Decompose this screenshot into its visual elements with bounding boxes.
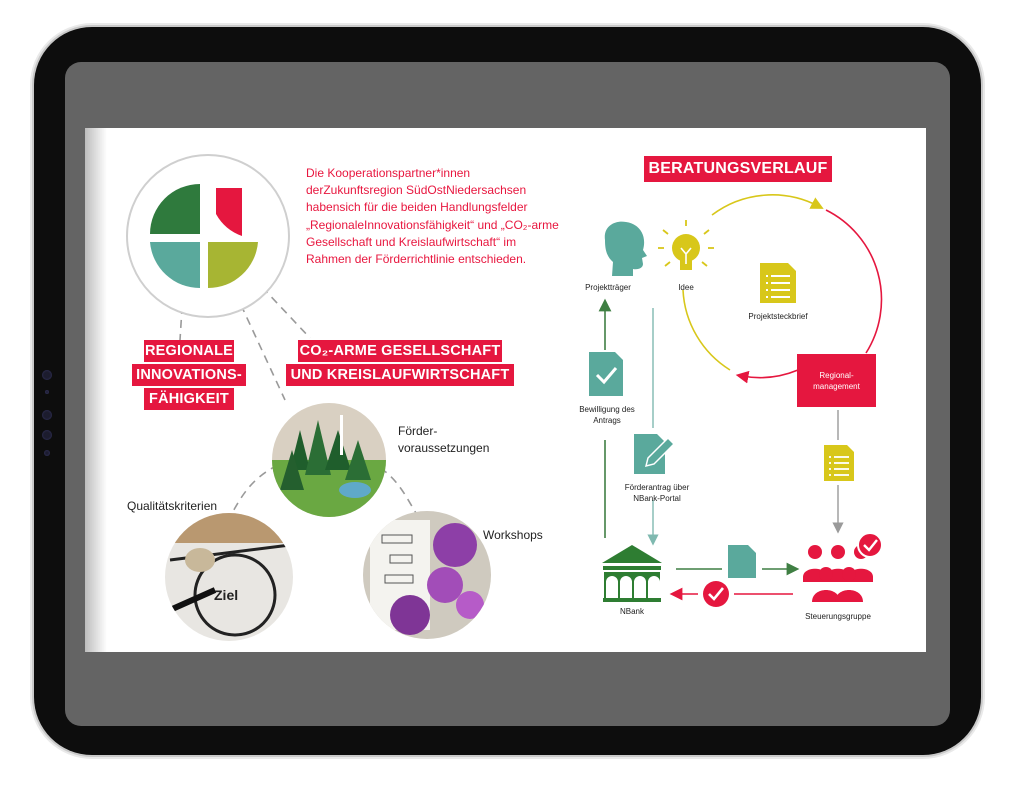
label-faehigkeit: FÄHIGKEIT [144, 388, 234, 410]
intro-line: habensich für die beiden Handlungsfelder [306, 200, 528, 215]
approval-doc-icon [589, 352, 623, 396]
bank-icon [602, 545, 662, 602]
label-co2-line2: UND KREISLAUFWIRTSCHAFT [286, 364, 514, 386]
arc-red-right [825, 209, 883, 354]
approval-check-icon [703, 581, 729, 607]
page-fold-shadow [85, 128, 107, 652]
arrow-idee-to-cycle [711, 194, 824, 216]
intro-line: Die Kooperationspartner*innen [306, 166, 471, 180]
label-co2-line1: CO₂-ARME GESELLSCHAFT [298, 340, 502, 362]
label-foerderantrag: Förderantrag über NBank-Portal [624, 483, 690, 503]
steckbrief-doc-icon [760, 263, 796, 303]
label-bewilligung: Bewilligung des Antrags [579, 405, 635, 425]
photo-board-word: Ziel [214, 587, 238, 603]
intro-text: Die Kooperationspartner*innen derZukunft… [306, 165, 559, 268]
intro-line: derZukunftsregion SüdOstNiedersachsen [306, 183, 527, 198]
application-doc-icon [634, 434, 676, 474]
label-steuerungsgruppe: Steuerungsgruppe [805, 612, 871, 621]
logo-icon [150, 184, 258, 289]
group-check-icon [857, 532, 883, 558]
label-regionale: REGIONALE [144, 340, 234, 362]
photo-label-foerder: Förder- voraussetzungen [398, 424, 490, 455]
label-idee: Idee [678, 283, 694, 292]
label-nbank: NBank [619, 607, 644, 616]
label-projekttraeger: Projektträger [585, 283, 631, 292]
logo-circle [126, 154, 290, 318]
group-icon [803, 545, 873, 602]
arc-yellow-left [682, 289, 731, 371]
label-innovations: INNOVATIONS- [132, 364, 246, 386]
label-regionalmanagement: Regional- management [813, 371, 860, 391]
intro-line: „RegionaleInnovationsfähigkeit“ und „CO₂… [306, 217, 559, 232]
photo-board [165, 513, 293, 641]
photo-label-qualitaet: Qualitätskriterien [127, 499, 218, 513]
lightbulb-icon [658, 220, 714, 270]
arrow-to-steckbrief-back [735, 369, 799, 384]
photo-workshop [363, 511, 491, 639]
yellow-doc-icon [824, 445, 854, 481]
head-icon [604, 221, 647, 276]
regionalmanagement-box [797, 354, 876, 407]
transfer-doc-icon [728, 545, 756, 578]
label-projektsteckbrief: Projektsteckbrief [748, 312, 808, 321]
tablet-camera [42, 370, 54, 460]
label-beratungsverlauf: BERATUNGSVERLAUF [644, 156, 832, 182]
photo-label-workshops: Workshops [483, 528, 543, 542]
intro-line: Gesellschaft und Kreislaufwirtschaft“ im [306, 234, 517, 249]
intro-line: Rahmen der Förderrichtlinie entschieden. [306, 252, 527, 267]
